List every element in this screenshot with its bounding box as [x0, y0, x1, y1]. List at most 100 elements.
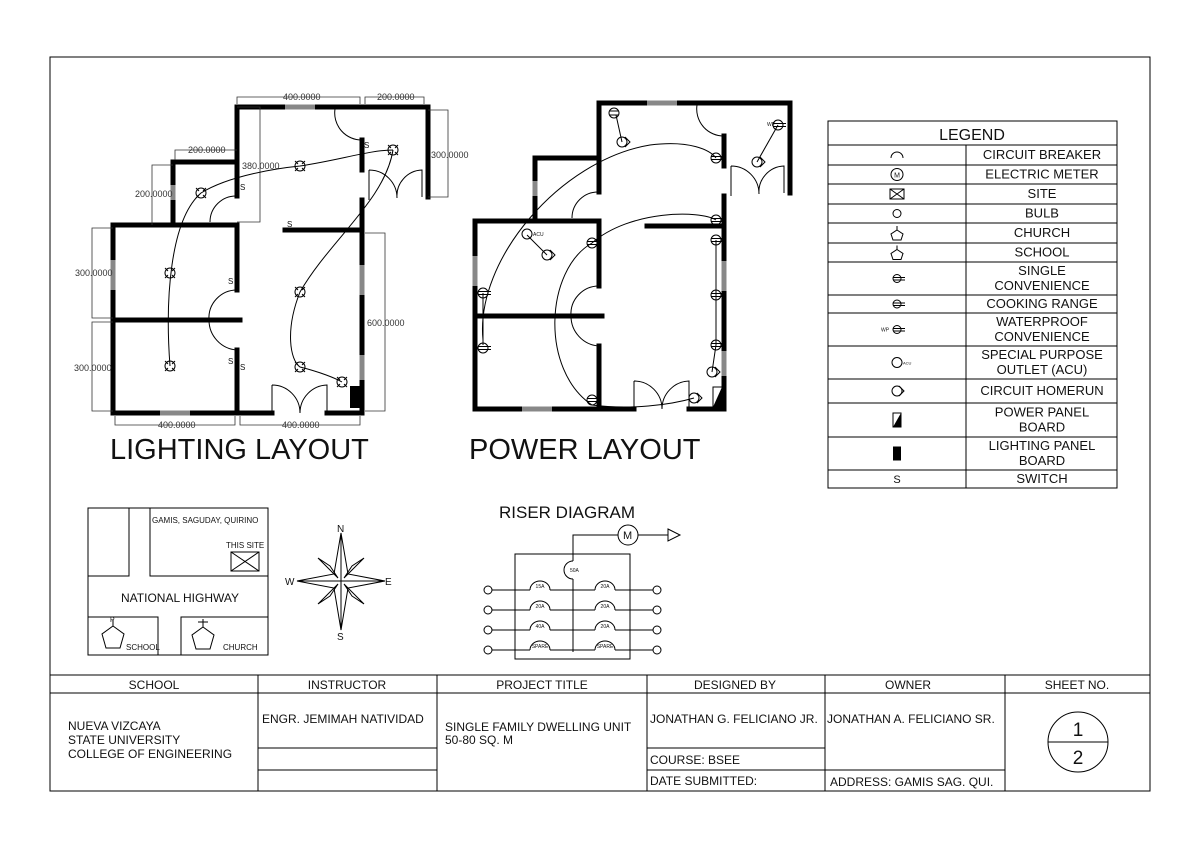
- switch-icon: S S S S S S: [228, 141, 369, 372]
- dim-top-right: 200.0000: [377, 92, 415, 102]
- main-breaker-icon: [563, 560, 574, 580]
- legend-row: COOKING RANGE: [892, 296, 1098, 311]
- dim-top-left: 400.0000: [283, 92, 321, 102]
- svg-text:W: W: [285, 577, 295, 588]
- legend-row: CIRCUIT HOMERUN: [891, 383, 1104, 398]
- legend-row: M ELECTRIC METER: [890, 167, 1099, 182]
- header-instructor: INSTRUCTOR: [308, 678, 387, 692]
- dim-small-room-height: 200.0000: [135, 189, 173, 199]
- legend-label: POWER PANEL: [995, 405, 1089, 420]
- circuit-breaker-icon: [594, 620, 616, 631]
- school-icon: P: [101, 617, 125, 649]
- school-label: SCHOOL: [126, 643, 160, 652]
- legend-row: SCHOOL: [890, 245, 1070, 260]
- switch-icon: S: [893, 474, 900, 486]
- dim-room1: 300.0000: [75, 268, 113, 278]
- legend-label: COOKING RANGE: [986, 296, 1098, 311]
- power-layout: ACU WP POWER LAYOUT: [469, 103, 790, 466]
- site-icon: [230, 551, 260, 572]
- circuit-breaker-icon: [529, 600, 551, 611]
- designer-name: JONATHAN G. FELICIANO JR.: [650, 712, 818, 726]
- riser-title: RISER DIAGRAM: [499, 503, 635, 522]
- outlet-terminal-icon: [652, 625, 662, 635]
- svg-text:N: N: [337, 524, 344, 535]
- this-site-label: THIS SITE: [226, 541, 264, 550]
- circuit-breaker-icon: [529, 640, 551, 651]
- project-line-2: 50-80 SQ. M: [445, 733, 513, 747]
- compass-rose-icon: N S E W: [285, 524, 392, 643]
- legend-label: SCHOOL: [1015, 245, 1070, 260]
- svg-text:WP: WP: [881, 328, 890, 334]
- instructor-name: ENGR. JEMIMAH NATIVIDAD: [262, 712, 424, 726]
- breaker-rating: 20A: [536, 604, 546, 610]
- electric-meter-icon: M: [890, 168, 904, 181]
- branch-circuit-row: 15A 20A: [483, 580, 662, 595]
- dim-small-room-width: 200.0000: [188, 145, 226, 155]
- legend-label: CONVENIENCE: [994, 329, 1090, 344]
- legend-label: CONVENIENCE: [994, 278, 1090, 293]
- waterproof-convenience-icon: WP: [881, 325, 905, 334]
- convenience-outlet-icon: [477, 119, 787, 406]
- legend-label: SPECIAL PURPOSE: [981, 347, 1103, 362]
- date-submitted: DATE SUBMITTED:: [650, 774, 757, 788]
- breaker-rating: 20A: [601, 584, 611, 590]
- header-sheet-no: SHEET NO.: [1045, 678, 1109, 692]
- svg-text:P: P: [110, 617, 115, 624]
- circuit-breaker-icon: [529, 580, 551, 591]
- svg-text:ACU: ACU: [903, 361, 912, 366]
- legend-row: SITE: [889, 186, 1057, 201]
- project-line-1: SINGLE FAMILY DWELLING UNIT: [445, 720, 632, 734]
- sheet-number: 1: [1073, 720, 1084, 741]
- site-map: GAMIS, SAGUDAY, QUIRINO THIS SITE NATION…: [87, 507, 269, 656]
- svg-text:M: M: [623, 530, 632, 542]
- school-icon: [890, 245, 904, 260]
- legend-label: BOARD: [1019, 420, 1065, 435]
- legend-label: CHURCH: [1014, 225, 1070, 240]
- branch-circuit-row: SPARE SPARE: [483, 640, 662, 655]
- legend-row: S SWITCH: [893, 471, 1067, 486]
- school-line-1: NUEVA VIZCAYA: [68, 719, 161, 733]
- svg-text:S: S: [287, 220, 292, 229]
- church-icon: [191, 619, 215, 650]
- legend-label: BOARD: [1019, 453, 1065, 468]
- cooking-range-icon: [608, 107, 620, 119]
- svg-text:S: S: [228, 357, 233, 366]
- outlet-terminal-icon: [652, 645, 662, 655]
- outlet-terminal-icon: [483, 605, 493, 615]
- sheet-total: 2: [1073, 748, 1084, 769]
- svg-text:E: E: [385, 577, 392, 588]
- legend-label: SWITCH: [1016, 471, 1067, 486]
- svg-text:S: S: [228, 277, 233, 286]
- breaker-rating: SPARE: [532, 644, 549, 650]
- header-owner: OWNER: [885, 678, 931, 692]
- bulb-icon: [892, 209, 902, 218]
- owner-address: ADDRESS: GAMIS SAG. QUI.: [830, 775, 993, 789]
- circuit-breaker-icon: [594, 580, 616, 591]
- circuit-breaker-icon: [594, 640, 616, 651]
- legend-label: OUTLET (ACU): [997, 362, 1088, 377]
- church-label: CHURCH: [223, 643, 258, 652]
- legend-label: ELECTRIC METER: [985, 167, 1098, 182]
- breaker-rating: 40A: [536, 624, 546, 630]
- outlet-terminal-icon: [483, 585, 493, 595]
- wp-label: WP: [767, 122, 776, 128]
- breaker-rating: 15A: [536, 584, 546, 590]
- outlet-terminal-icon: [483, 625, 493, 635]
- lighting-panel-board-icon: [893, 446, 901, 461]
- power-panel-board-icon: [712, 386, 723, 408]
- dim-bottom-right: 400.0000: [282, 420, 320, 430]
- single-convenience-icon: [892, 274, 905, 283]
- course: COURSE: BSEE: [650, 753, 740, 767]
- svg-text:S: S: [240, 363, 245, 372]
- dim-bottom-left: 400.0000: [158, 420, 196, 430]
- breaker-rating: SPARE: [597, 644, 614, 650]
- dim-hall: 380.0000: [242, 161, 280, 171]
- legend-label: CIRCUIT HOMERUN: [980, 383, 1103, 398]
- sheet-border: [49, 56, 1151, 792]
